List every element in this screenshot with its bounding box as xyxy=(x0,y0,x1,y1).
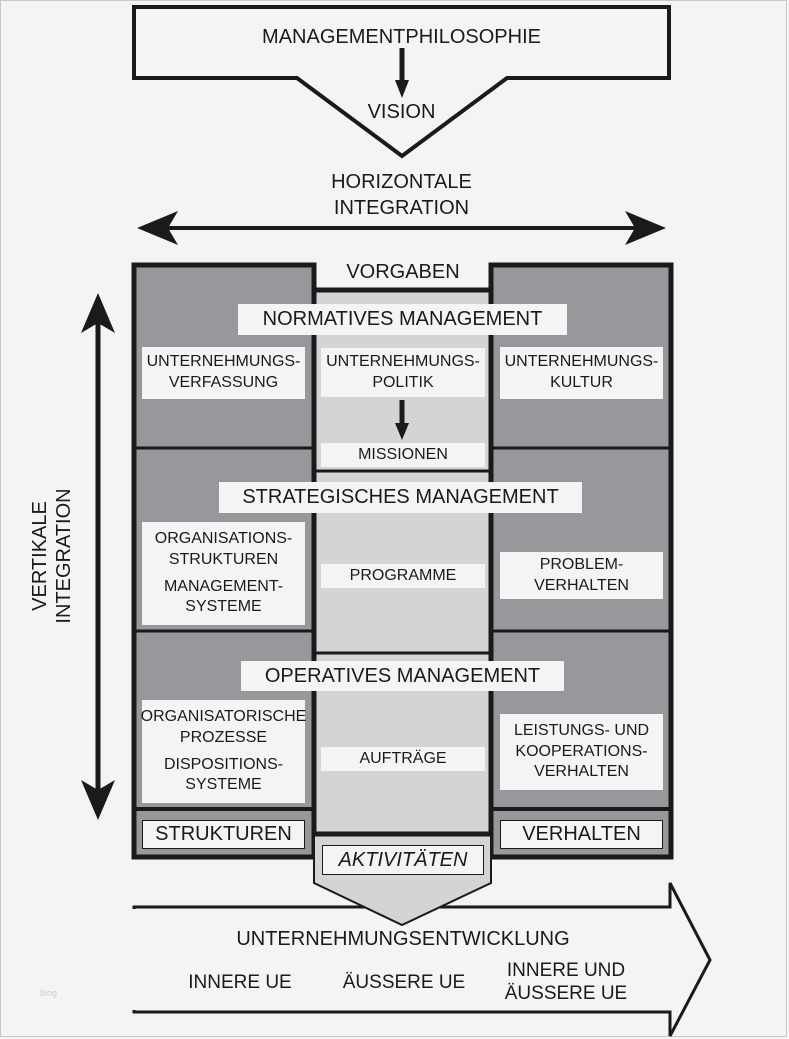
development-item-outer: ÄUSSERE UE xyxy=(342,972,466,993)
watermark: blog xyxy=(40,988,58,998)
vertical-integration-line1: VERTIKALE xyxy=(29,501,51,611)
normative-right-box: UNTERNEHMUNGS- KULTUR xyxy=(500,347,663,399)
horizontal-integration-line1: HORIZONTALE xyxy=(331,171,472,193)
strategic-management-title: STRATEGISCHES MANAGEMENT xyxy=(219,482,582,513)
normative-management-title: NORMATIVES MANAGEMENT xyxy=(238,304,567,335)
development-title: UNTERNEHMUNGSENTWICKLUNG xyxy=(236,928,570,950)
normative-center-box: UNTERNEHMUNGS- POLITIK xyxy=(321,348,485,397)
vertical-integration-line2: INTEGRATION xyxy=(53,488,75,624)
missions-arrow-head xyxy=(395,423,409,440)
aktivitaeten-label: AKTIVITÄTEN xyxy=(322,845,484,875)
development-item-both-line2: ÄUSSERE UE xyxy=(504,983,628,1004)
development-arrow xyxy=(132,882,712,1037)
strategic-left-box: ORGANISATIONS- STRUKTUREN MANAGEMENT- SY… xyxy=(142,522,305,625)
auftraege-box: AUFTRÄGE xyxy=(321,747,485,771)
strategic-right-box: PROBLEM- VERHALTEN xyxy=(500,552,663,599)
verhalten-label: VERHALTEN xyxy=(500,820,663,849)
vertical-arrow-bottom-head xyxy=(81,780,115,820)
development-item-both-line1: INNERE UND xyxy=(506,960,626,981)
operative-right-box: LEISTUNGS- UND KOOPERATIONS- VERHALTEN xyxy=(500,714,663,790)
horizontal-arrow-left-head xyxy=(137,211,178,245)
development-item-inner: INNERE UE xyxy=(188,972,292,993)
normative-left-box: UNTERNEHMUNGS- VERFASSUNG xyxy=(142,347,305,399)
horizontal-arrow-right-head xyxy=(625,211,666,245)
programme-box: PROGRAMME xyxy=(321,564,485,588)
operative-left-box: ORGANISATORISCHE PROZESSE DISPOSITIONS- … xyxy=(141,700,306,803)
horizontal-integration-line2: INTEGRATION xyxy=(333,197,470,219)
philosophy-label: MANAGEMENTPHILOSOPHIE xyxy=(262,26,541,48)
operative-management-title: OPERATIVES MANAGEMENT xyxy=(241,661,564,691)
vertical-arrow-top-head xyxy=(81,293,115,333)
missions-box: MISSIONEN xyxy=(321,443,485,467)
vision-label: VISION xyxy=(367,101,436,123)
vertical-integration-label: VERTIKALE INTEGRATION xyxy=(28,488,76,623)
vision-arrow-head xyxy=(395,80,409,98)
vorgaben-label: VORGABEN xyxy=(346,261,460,283)
strukturen-label: STRUKTUREN xyxy=(142,820,305,849)
